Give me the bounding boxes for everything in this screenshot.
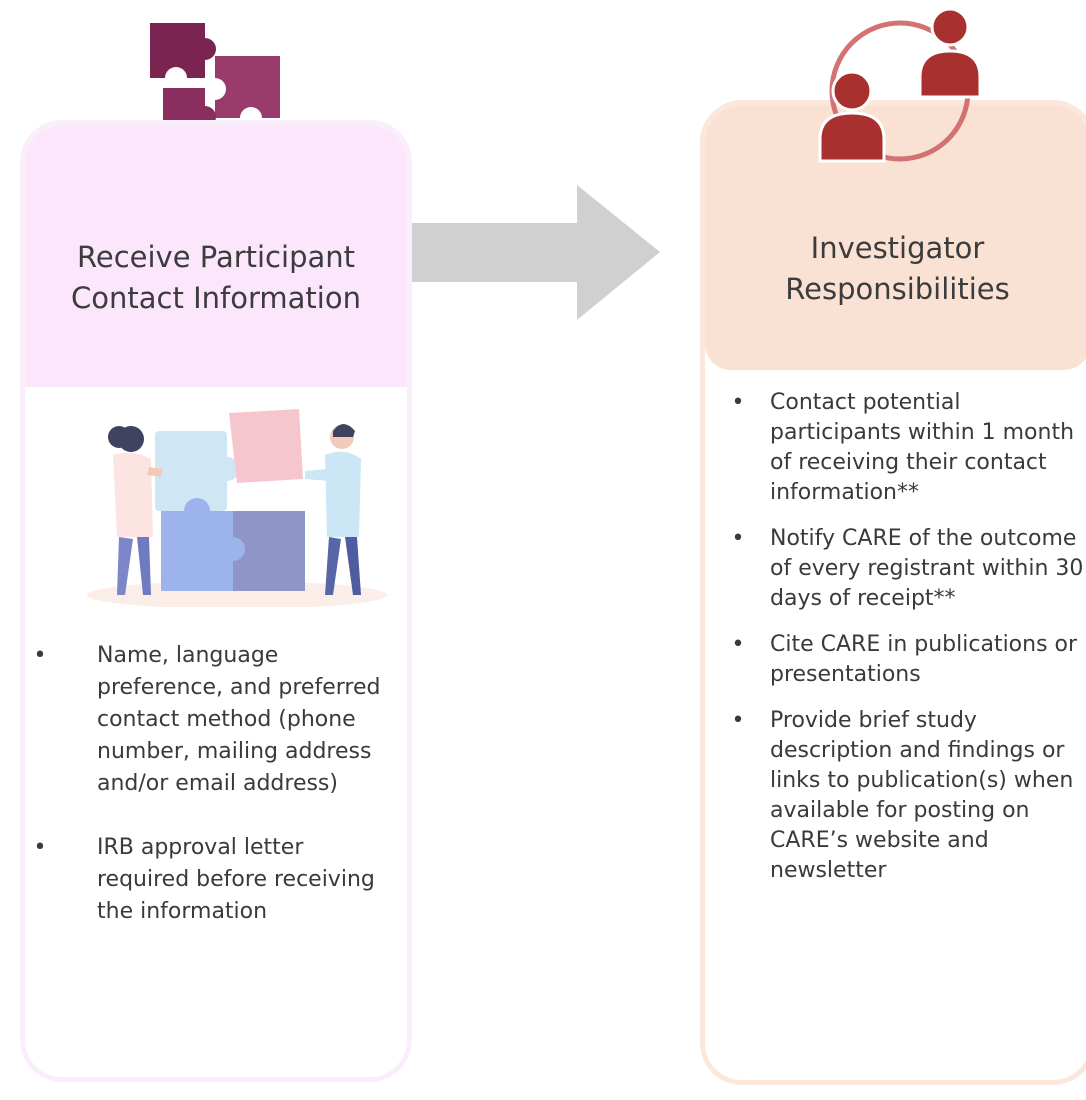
bullet: • xyxy=(731,632,745,657)
list-item-text: Name, language preference, and preferred… xyxy=(97,643,381,796)
list-item-text: Cite CARE in publications or presentatio… xyxy=(770,632,1078,687)
receive-contact-card: Receive Participant Contact Information … xyxy=(20,120,412,1082)
bullet: • xyxy=(731,708,745,733)
list-item: • Notify CARE of the outcome of every re… xyxy=(705,524,1086,614)
right-arrow-icon xyxy=(412,185,660,320)
list-item-text: IRB approval letter required before rece… xyxy=(97,835,375,924)
list-item: • IRB approval letter required before re… xyxy=(25,832,407,928)
list-item: • Provide brief study description and fi… xyxy=(705,706,1086,886)
two-people-exchange-icon xyxy=(818,7,982,163)
investigator-responsibilities-list: • Contact potential participants within … xyxy=(705,388,1086,902)
bullet: • xyxy=(33,835,47,860)
list-item-text: Notify CARE of the outcome of every regi… xyxy=(770,526,1084,611)
receive-contact-header: Receive Participant Contact Information xyxy=(25,125,407,387)
people-assembling-puzzle-illustration xyxy=(87,409,387,607)
list-item-text: Provide brief study description and find… xyxy=(770,708,1074,883)
investigator-responsibilities-title: Investigator Responsibilities xyxy=(785,231,1010,306)
bullet: • xyxy=(33,643,47,668)
investigator-responsibilities-card: Investigator Responsibilities • Contact … xyxy=(700,100,1086,1085)
investigator-responsibilities-header: Investigator Responsibilities xyxy=(705,105,1086,370)
bullet: • xyxy=(731,390,745,415)
list-item-text: Contact potential participants within 1 … xyxy=(770,390,1075,505)
bullet: • xyxy=(731,526,745,551)
list-item: • Contact potential participants within … xyxy=(705,388,1086,508)
list-item: • Cite CARE in publications or presentat… xyxy=(705,630,1086,690)
list-item: • Name, language preference, and preferr… xyxy=(25,640,407,800)
receive-contact-title: Receive Participant Contact Information xyxy=(71,240,361,315)
receive-contact-list: • Name, language preference, and preferr… xyxy=(25,640,407,960)
